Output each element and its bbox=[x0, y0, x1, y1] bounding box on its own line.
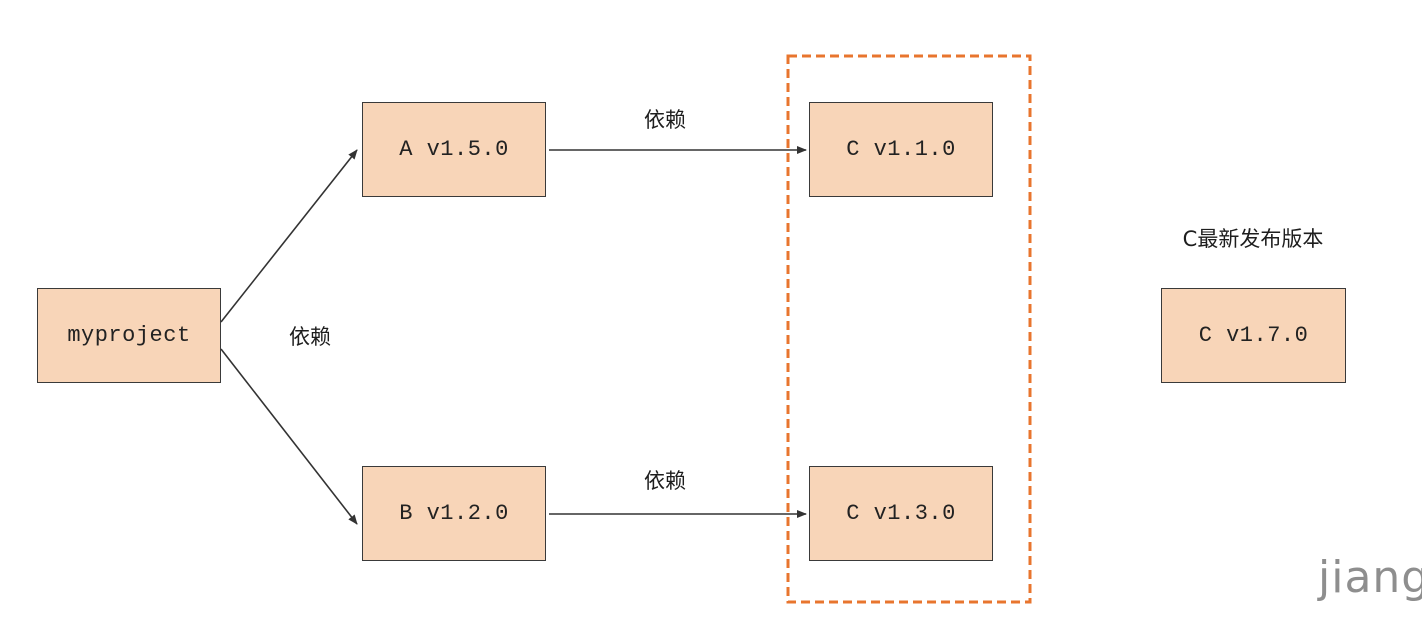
node-myproject: myproject bbox=[37, 288, 221, 383]
latest-version-caption: C最新发布版本 bbox=[1182, 227, 1324, 251]
arrow-root-to-a bbox=[220, 149, 358, 323]
edge-label-root-dependency: 依赖 bbox=[289, 325, 331, 349]
node-dependency-b: B v1.2.0 bbox=[362, 466, 546, 561]
node-dependency-a: A v1.5.0 bbox=[362, 102, 546, 197]
node-c-via-b: C v1.3.0 bbox=[809, 466, 993, 561]
watermark: jiang bbox=[1318, 552, 1422, 603]
edge-label-b-dependency: 依赖 bbox=[644, 469, 686, 493]
node-c-latest: C v1.7.0 bbox=[1161, 288, 1346, 383]
node-c-via-a: C v1.1.0 bbox=[809, 102, 993, 197]
arrow-root-to-b bbox=[220, 348, 358, 525]
edge-label-a-dependency: 依赖 bbox=[644, 108, 686, 132]
version-conflict-highlight bbox=[786, 54, 1032, 604]
